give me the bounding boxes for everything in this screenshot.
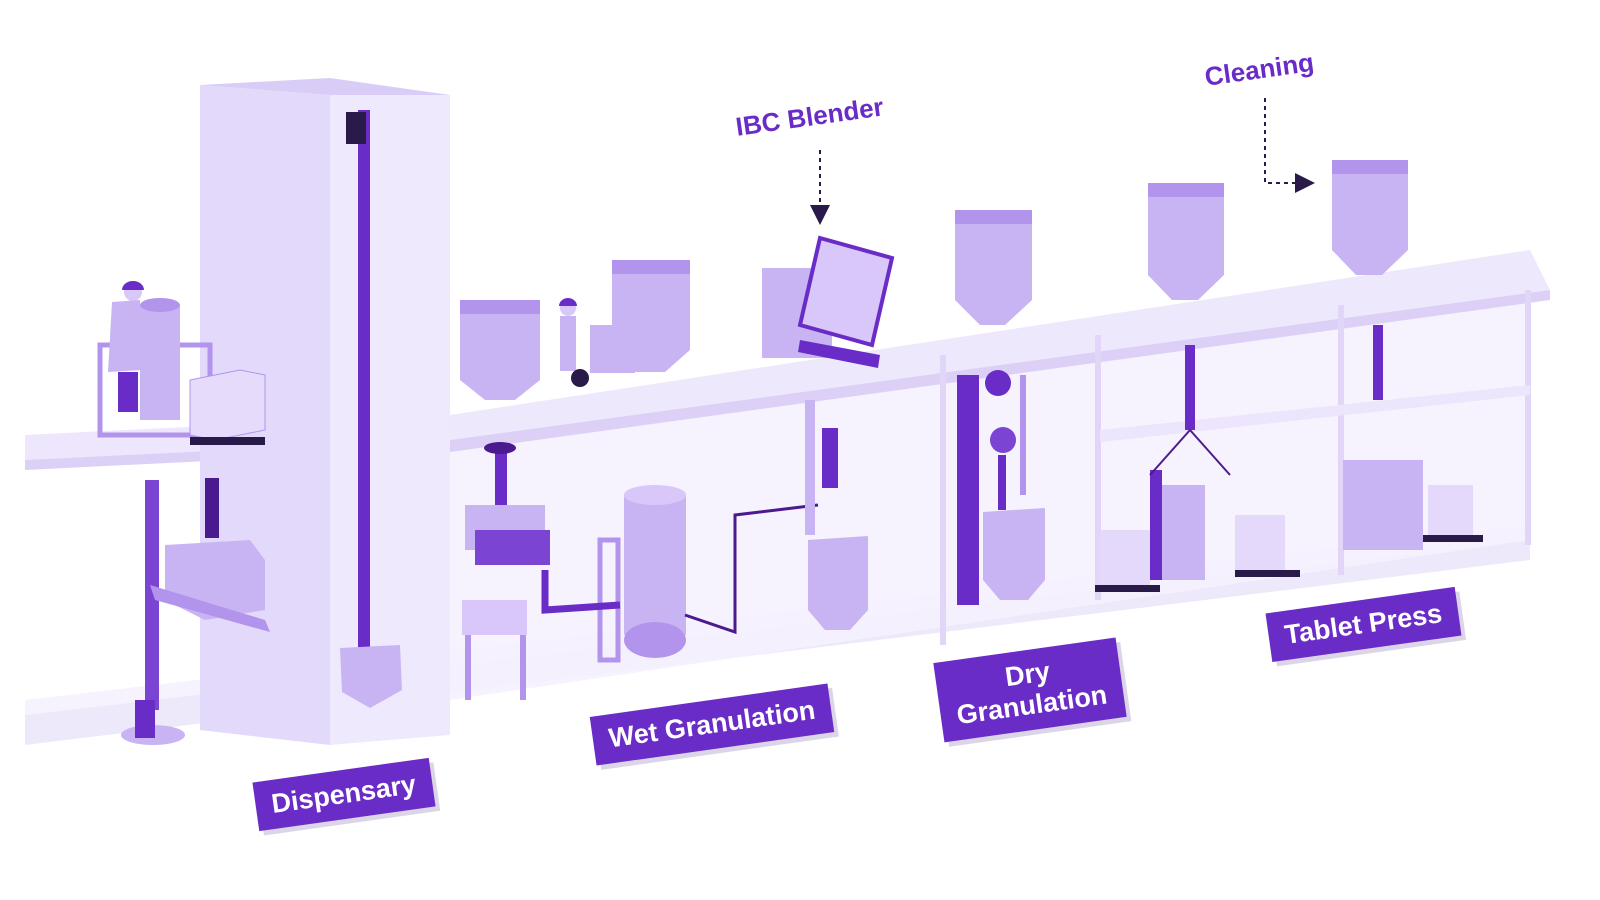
dispensary-equipment [97, 281, 402, 745]
lower-equipment [462, 325, 1483, 700]
cleaning-arrow [1264, 98, 1315, 193]
lower-back-wall [450, 300, 1530, 700]
upper-floor [450, 250, 1550, 440]
lift-rail [358, 110, 370, 650]
upper-ibcs [460, 160, 1408, 400]
